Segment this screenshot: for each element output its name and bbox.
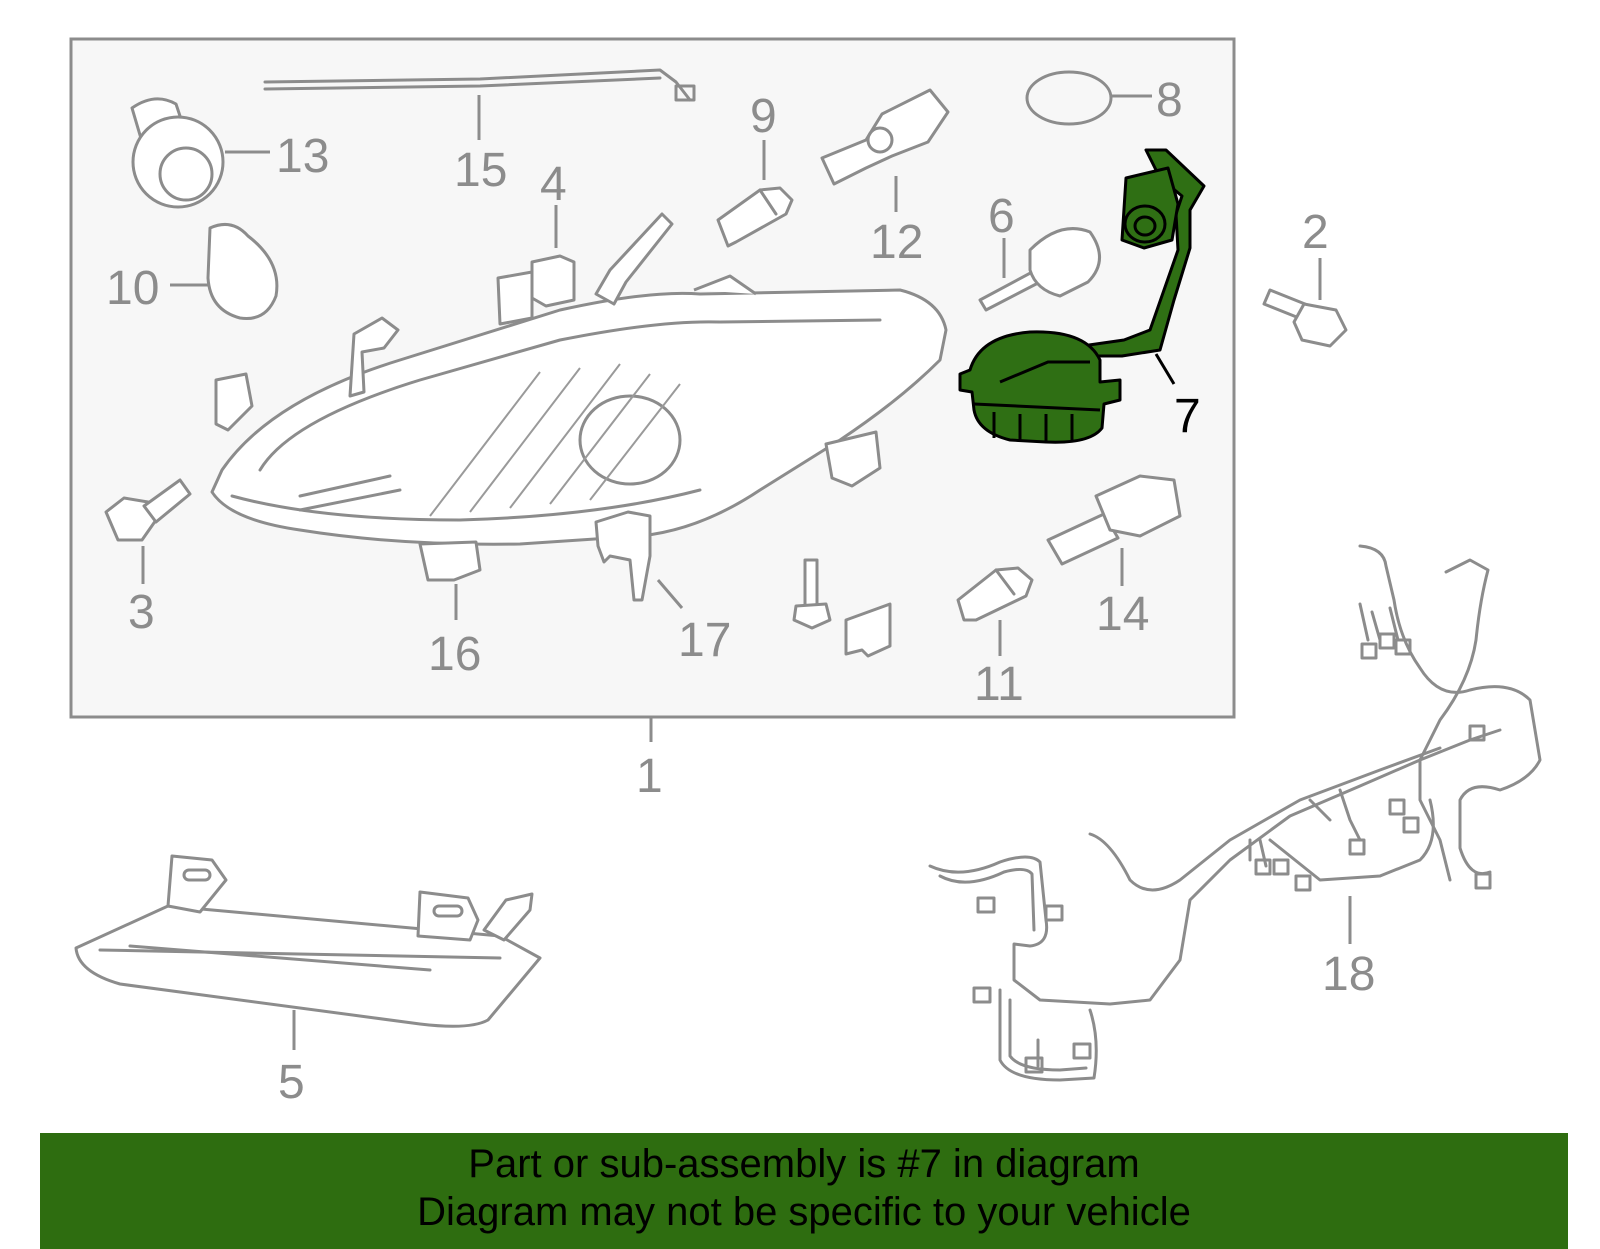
leader-17 bbox=[656, 579, 684, 609]
callout-4: 4 bbox=[540, 158, 567, 211]
callout-7: 7 bbox=[1174, 390, 1201, 443]
part-8-ring bbox=[1025, 70, 1113, 126]
headlamp-assembly bbox=[210, 212, 948, 602]
part-2-bolt bbox=[1262, 288, 1348, 348]
callout-13: 13 bbox=[276, 130, 329, 183]
part-14-bulb bbox=[1046, 474, 1182, 566]
banner-line-part: Part or sub-assembly is #7 in diagram bbox=[468, 1142, 1140, 1186]
info-banner: Part or sub-assembly is #7 in diagram Di… bbox=[40, 1133, 1568, 1249]
leader-7 bbox=[1154, 353, 1176, 385]
callout-15: 15 bbox=[454, 144, 507, 197]
callout-12: 12 bbox=[870, 216, 923, 269]
callout-1: 1 bbox=[636, 750, 663, 803]
part-6-bulb bbox=[978, 227, 1101, 312]
part-11-bulb bbox=[956, 566, 1034, 622]
callout-14: 14 bbox=[1096, 588, 1149, 641]
callout-8: 8 bbox=[1156, 74, 1183, 127]
callout-18: 18 bbox=[1322, 948, 1375, 1001]
callout-10: 10 bbox=[106, 262, 159, 315]
part-15-wire bbox=[263, 68, 696, 102]
part-12-bulb bbox=[820, 88, 950, 186]
callout-3: 3 bbox=[128, 586, 155, 639]
callout-11: 11 bbox=[974, 658, 1024, 711]
part-18-harness bbox=[928, 544, 1542, 1082]
callout-17: 17 bbox=[678, 614, 731, 667]
callout-9: 9 bbox=[750, 90, 777, 143]
unlabeled-clip bbox=[844, 602, 892, 658]
part-10-bulb bbox=[206, 222, 279, 321]
part-3-bolt bbox=[104, 478, 192, 542]
banner-line-disclaimer: Diagram may not be specific to your vehi… bbox=[417, 1190, 1191, 1234]
part-13-socket bbox=[130, 97, 225, 209]
callout-2: 2 bbox=[1302, 206, 1329, 259]
part-7-highlighted bbox=[958, 148, 1206, 444]
unlabeled-bolt bbox=[792, 558, 832, 630]
callout-5: 5 bbox=[278, 1056, 305, 1109]
callout-16: 16 bbox=[428, 628, 481, 681]
part-5-bracket bbox=[74, 854, 542, 1028]
part-9-bulb bbox=[716, 186, 794, 248]
callout-6: 6 bbox=[988, 190, 1015, 243]
